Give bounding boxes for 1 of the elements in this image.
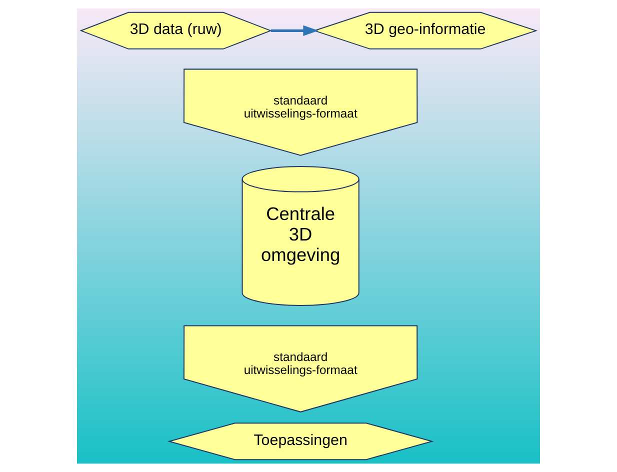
arrow: [270, 25, 318, 36]
